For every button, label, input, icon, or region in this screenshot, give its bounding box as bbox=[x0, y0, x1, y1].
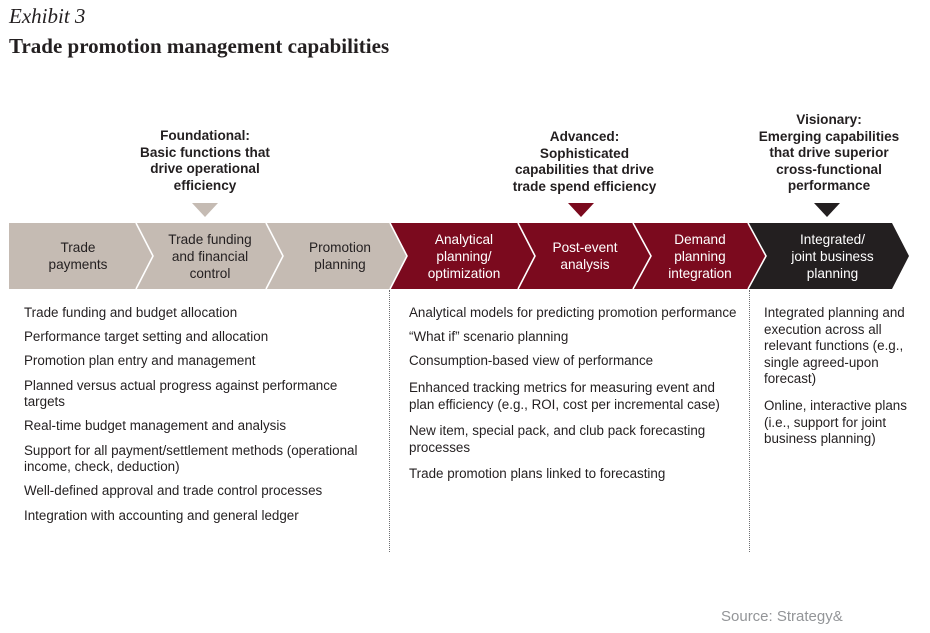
stage-desc-line: Sophisticated bbox=[539, 145, 630, 161]
list-item: Promotion plan entry and management bbox=[24, 353, 256, 369]
stage-desc-line: that drive superior bbox=[769, 145, 889, 161]
chevron-label-line: planning/ bbox=[436, 248, 492, 264]
chevron-label-line: and financial bbox=[171, 248, 249, 264]
list-item: Planned versus actual progress against p… bbox=[24, 377, 338, 410]
stage-desc-line: trade spend efficiency bbox=[512, 178, 657, 194]
triangle-down-icon bbox=[568, 203, 594, 217]
exhibit-number: Exhibit 3 bbox=[9, 4, 86, 28]
chevron-label-line: payments bbox=[48, 257, 108, 272]
list-item: Integrated planning and execution across… bbox=[764, 305, 905, 387]
chevron-label-line: analysis bbox=[560, 257, 610, 272]
chevron-label-line: Demand bbox=[674, 231, 726, 247]
stage-label-visionary: Visionary: Emerging capabilities that dr… bbox=[748, 112, 910, 195]
foundational-capabilities-list: Trade funding and budget allocation Perf… bbox=[24, 305, 374, 532]
stage-desc-line: Basic functions that bbox=[140, 144, 270, 160]
chevron-label-line: Promotion bbox=[309, 240, 371, 255]
chevron-label-line: Analytical bbox=[434, 231, 494, 247]
stage-title: Foundational: bbox=[160, 128, 250, 143]
column-divider bbox=[389, 290, 390, 552]
chevron-shape bbox=[9, 223, 153, 289]
triangle-down-icon bbox=[814, 203, 840, 217]
chevron-label-line: Integrated/ bbox=[800, 231, 865, 247]
stage-title: Visionary: bbox=[796, 112, 862, 127]
chevron-label-line: control bbox=[189, 265, 231, 281]
stage-desc-line: drive operational bbox=[150, 161, 260, 177]
stage-label-foundational: Foundational: Basic functions that drive… bbox=[120, 128, 290, 194]
column-divider bbox=[749, 290, 750, 552]
stage-desc-line: capabilities that drive bbox=[514, 162, 654, 178]
chevron-label-line: integration bbox=[668, 265, 732, 281]
chevron-shape bbox=[136, 223, 283, 289]
list-item: Consumption-based view of performance bbox=[409, 353, 654, 369]
triangle-down-icon bbox=[192, 203, 218, 217]
visionary-capabilities-list: Integrated planning and execution across… bbox=[764, 305, 920, 455]
list-item: Trade promotion plans linked to forecast… bbox=[409, 466, 666, 482]
chevron-shape bbox=[518, 223, 651, 289]
list-item: Real-time budget management and analysis bbox=[24, 418, 287, 434]
list-item: Performance target setting and allocatio… bbox=[24, 329, 269, 345]
list-item: Trade funding and budget allocation bbox=[24, 305, 238, 320]
chevron-shape bbox=[390, 223, 535, 289]
list-item: “What if” scenario planning bbox=[409, 329, 569, 345]
source-note: Source: Strategy& bbox=[721, 608, 843, 625]
advanced-capabilities-list: Analytical models for predicting promoti… bbox=[409, 305, 739, 491]
chevron-post-event-analysis: Post-event analysis bbox=[530, 223, 640, 289]
chevron-label-line: optimization bbox=[427, 265, 501, 281]
list-item: Enhanced tracking metrics for measuring … bbox=[409, 379, 720, 412]
list-item: New item, special pack, and club pack fo… bbox=[409, 423, 706, 455]
chevron-label-line: Post-event bbox=[552, 240, 618, 255]
chevron-shape bbox=[748, 223, 909, 289]
chevron-label-line: Trade bbox=[60, 240, 96, 255]
stage-label-advanced: Advanced: Sophisticated capabilities tha… bbox=[497, 129, 672, 195]
page-title: Trade promotion management capabilities bbox=[9, 34, 390, 58]
stage-desc-line: cross-functional bbox=[776, 161, 882, 177]
list-item: Support for all payment/settlement metho… bbox=[24, 442, 358, 475]
list-item: Integration with accounting and general … bbox=[24, 507, 299, 523]
chevron-promotion-planning: Promotion planning bbox=[280, 223, 400, 289]
chevron-label-line: joint business bbox=[791, 248, 874, 264]
chevron-label-line: planning bbox=[806, 265, 859, 281]
list-item: Well-defined approval and trade control … bbox=[24, 483, 323, 499]
list-item: Online, interactive plans (i.e., support… bbox=[764, 397, 907, 447]
stage-desc-line: performance bbox=[787, 178, 871, 194]
chevron-shape bbox=[266, 223, 407, 289]
stage-desc-line: Emerging capabilities bbox=[758, 128, 900, 144]
stage-desc-line: efficiency bbox=[173, 177, 237, 193]
chevron-label-line: planning bbox=[674, 248, 726, 264]
chevron-label-line: planning bbox=[314, 257, 366, 272]
stage-title: Advanced: bbox=[549, 129, 620, 144]
chevron-shape bbox=[633, 223, 766, 289]
chevron-label-line: Trade funding bbox=[168, 231, 252, 247]
list-item: Analytical models for predicting promoti… bbox=[409, 305, 737, 320]
chevron-trade-payments: Trade payments bbox=[20, 223, 136, 289]
